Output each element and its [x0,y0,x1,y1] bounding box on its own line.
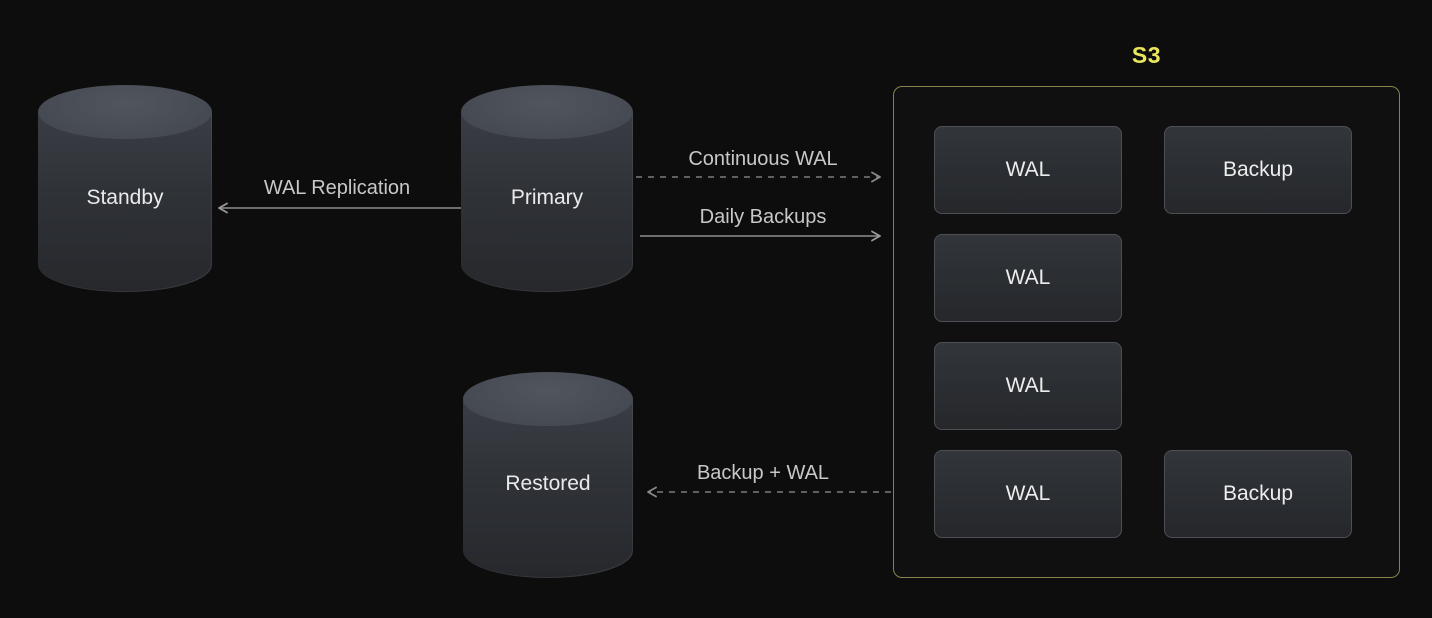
cylinder-body [38,112,212,292]
backup-box-label: Backup [1222,158,1294,181]
cylinder-body [463,399,633,578]
wal-replication-label: WAL Replication [263,177,411,199]
backup-box-2: Backup [1164,450,1352,538]
backup-plus-wal-label: Backup + WAL [696,462,830,484]
s3-title: S3 [1131,42,1162,68]
primary-database: Primary [461,85,633,292]
wal-box-label: WAL [1005,482,1051,505]
wal-box-label: WAL [1005,266,1051,289]
cylinder-body [461,112,633,292]
restored-label: Restored [505,472,591,495]
standby-label: Standby [86,185,164,209]
wal-box-label: WAL [1005,374,1051,397]
cylinder-top [461,85,633,139]
backup-box-1: Backup [1164,126,1352,214]
primary-label: Primary [510,185,584,209]
s3-container: WAL Backup WAL WAL WAL Backup [893,86,1400,578]
wal-box-3: WAL [934,342,1122,430]
cylinder-top [463,372,633,426]
restored-database: Restored [463,372,633,578]
wal-box-2: WAL [934,234,1122,322]
wal-box-4: WAL [934,450,1122,538]
daily-backups-label: Daily Backups [699,206,827,228]
wal-box-label: WAL [1005,158,1051,181]
standby-database: Standby [38,85,212,292]
wal-box-1: WAL [934,126,1122,214]
continuous-wal-label: Continuous WAL [688,148,838,170]
cylinder-top [38,85,212,139]
backup-box-label: Backup [1222,482,1294,505]
